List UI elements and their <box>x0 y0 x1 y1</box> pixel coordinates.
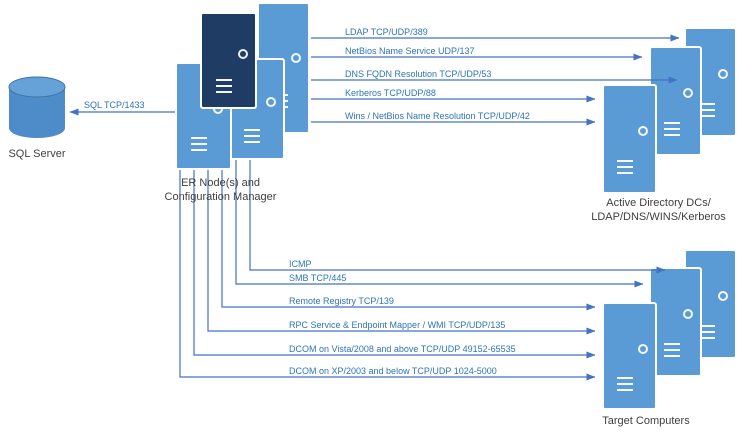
drive-bays-icon <box>663 343 680 358</box>
sql-server-label: SQL Server <box>8 148 66 160</box>
label-smb: SMB TCP/445 <box>289 273 347 283</box>
label-remote-registry: Remote Registry TCP/139 <box>289 296 394 306</box>
drive-bays-icon <box>698 325 715 340</box>
label-sql: SQL TCP/1433 <box>84 100 145 110</box>
server-icon-ad-front <box>602 84 657 194</box>
sql-server-node <box>8 76 66 140</box>
power-button-icon <box>683 309 694 320</box>
label-rpc-wmi: RPC Service & Endpoint Mapper / WMI TCP/… <box>289 320 506 330</box>
label-wins-netbios: Wins / NetBios Name Resolution TCP/UDP/4… <box>345 111 530 121</box>
power-button-icon <box>683 88 694 99</box>
power-button-icon <box>718 291 729 302</box>
label-kerberos: Kerberos TCP/UDP/88 <box>345 88 436 98</box>
active-directory-label-line2: LDAP/DNS/WINS/Kerberos <box>591 211 726 223</box>
label-dns-fqdn: DNS FQDN Resolution TCP/UDP/53 <box>345 69 492 79</box>
label-dcom-xp: DCOM on XP/2003 and below TCP/UDP 1024-5… <box>289 366 497 376</box>
active-directory-label-line1: Active Directory DCs/ <box>606 197 711 209</box>
er-nodes-label-line1: ER Node(s) and <box>181 177 260 189</box>
power-button-icon <box>718 69 729 80</box>
database-icon <box>8 76 66 138</box>
label-ldap: LDAP TCP/UDP/389 <box>345 27 428 37</box>
label-netbios-ns: NetBios Name Service UDP/137 <box>345 46 475 56</box>
power-button-icon <box>637 126 648 137</box>
drive-bays-icon <box>243 128 260 143</box>
label-dcom-vista: DCOM on Vista/2008 and above TCP/UDP 491… <box>289 344 516 354</box>
er-nodes-label: ER Node(s) and Configuration Manager <box>148 176 293 204</box>
server-icon-target-front <box>602 302 657 410</box>
drive-bays-icon <box>215 79 232 94</box>
server-icon-ad-middle <box>649 46 702 156</box>
drive-bays-icon <box>617 376 634 391</box>
drive-bays-icon <box>190 136 207 151</box>
power-button-icon <box>265 97 276 108</box>
drive-bays-icon <box>698 103 715 118</box>
power-button-icon <box>291 52 302 63</box>
label-icmp: ICMP <box>289 259 312 269</box>
server-icon-er-primary <box>200 12 257 109</box>
drive-bays-icon <box>617 160 634 175</box>
power-button-icon <box>637 343 648 354</box>
er-nodes-label-line2: Configuration Manager <box>164 191 277 203</box>
active-directory-label: Active Directory DCs/ LDAP/DNS/WINS/Kerb… <box>566 196 741 224</box>
drive-bays-icon <box>663 122 680 137</box>
target-computers-label: Target Computers <box>602 415 690 427</box>
power-button-icon <box>237 49 248 60</box>
